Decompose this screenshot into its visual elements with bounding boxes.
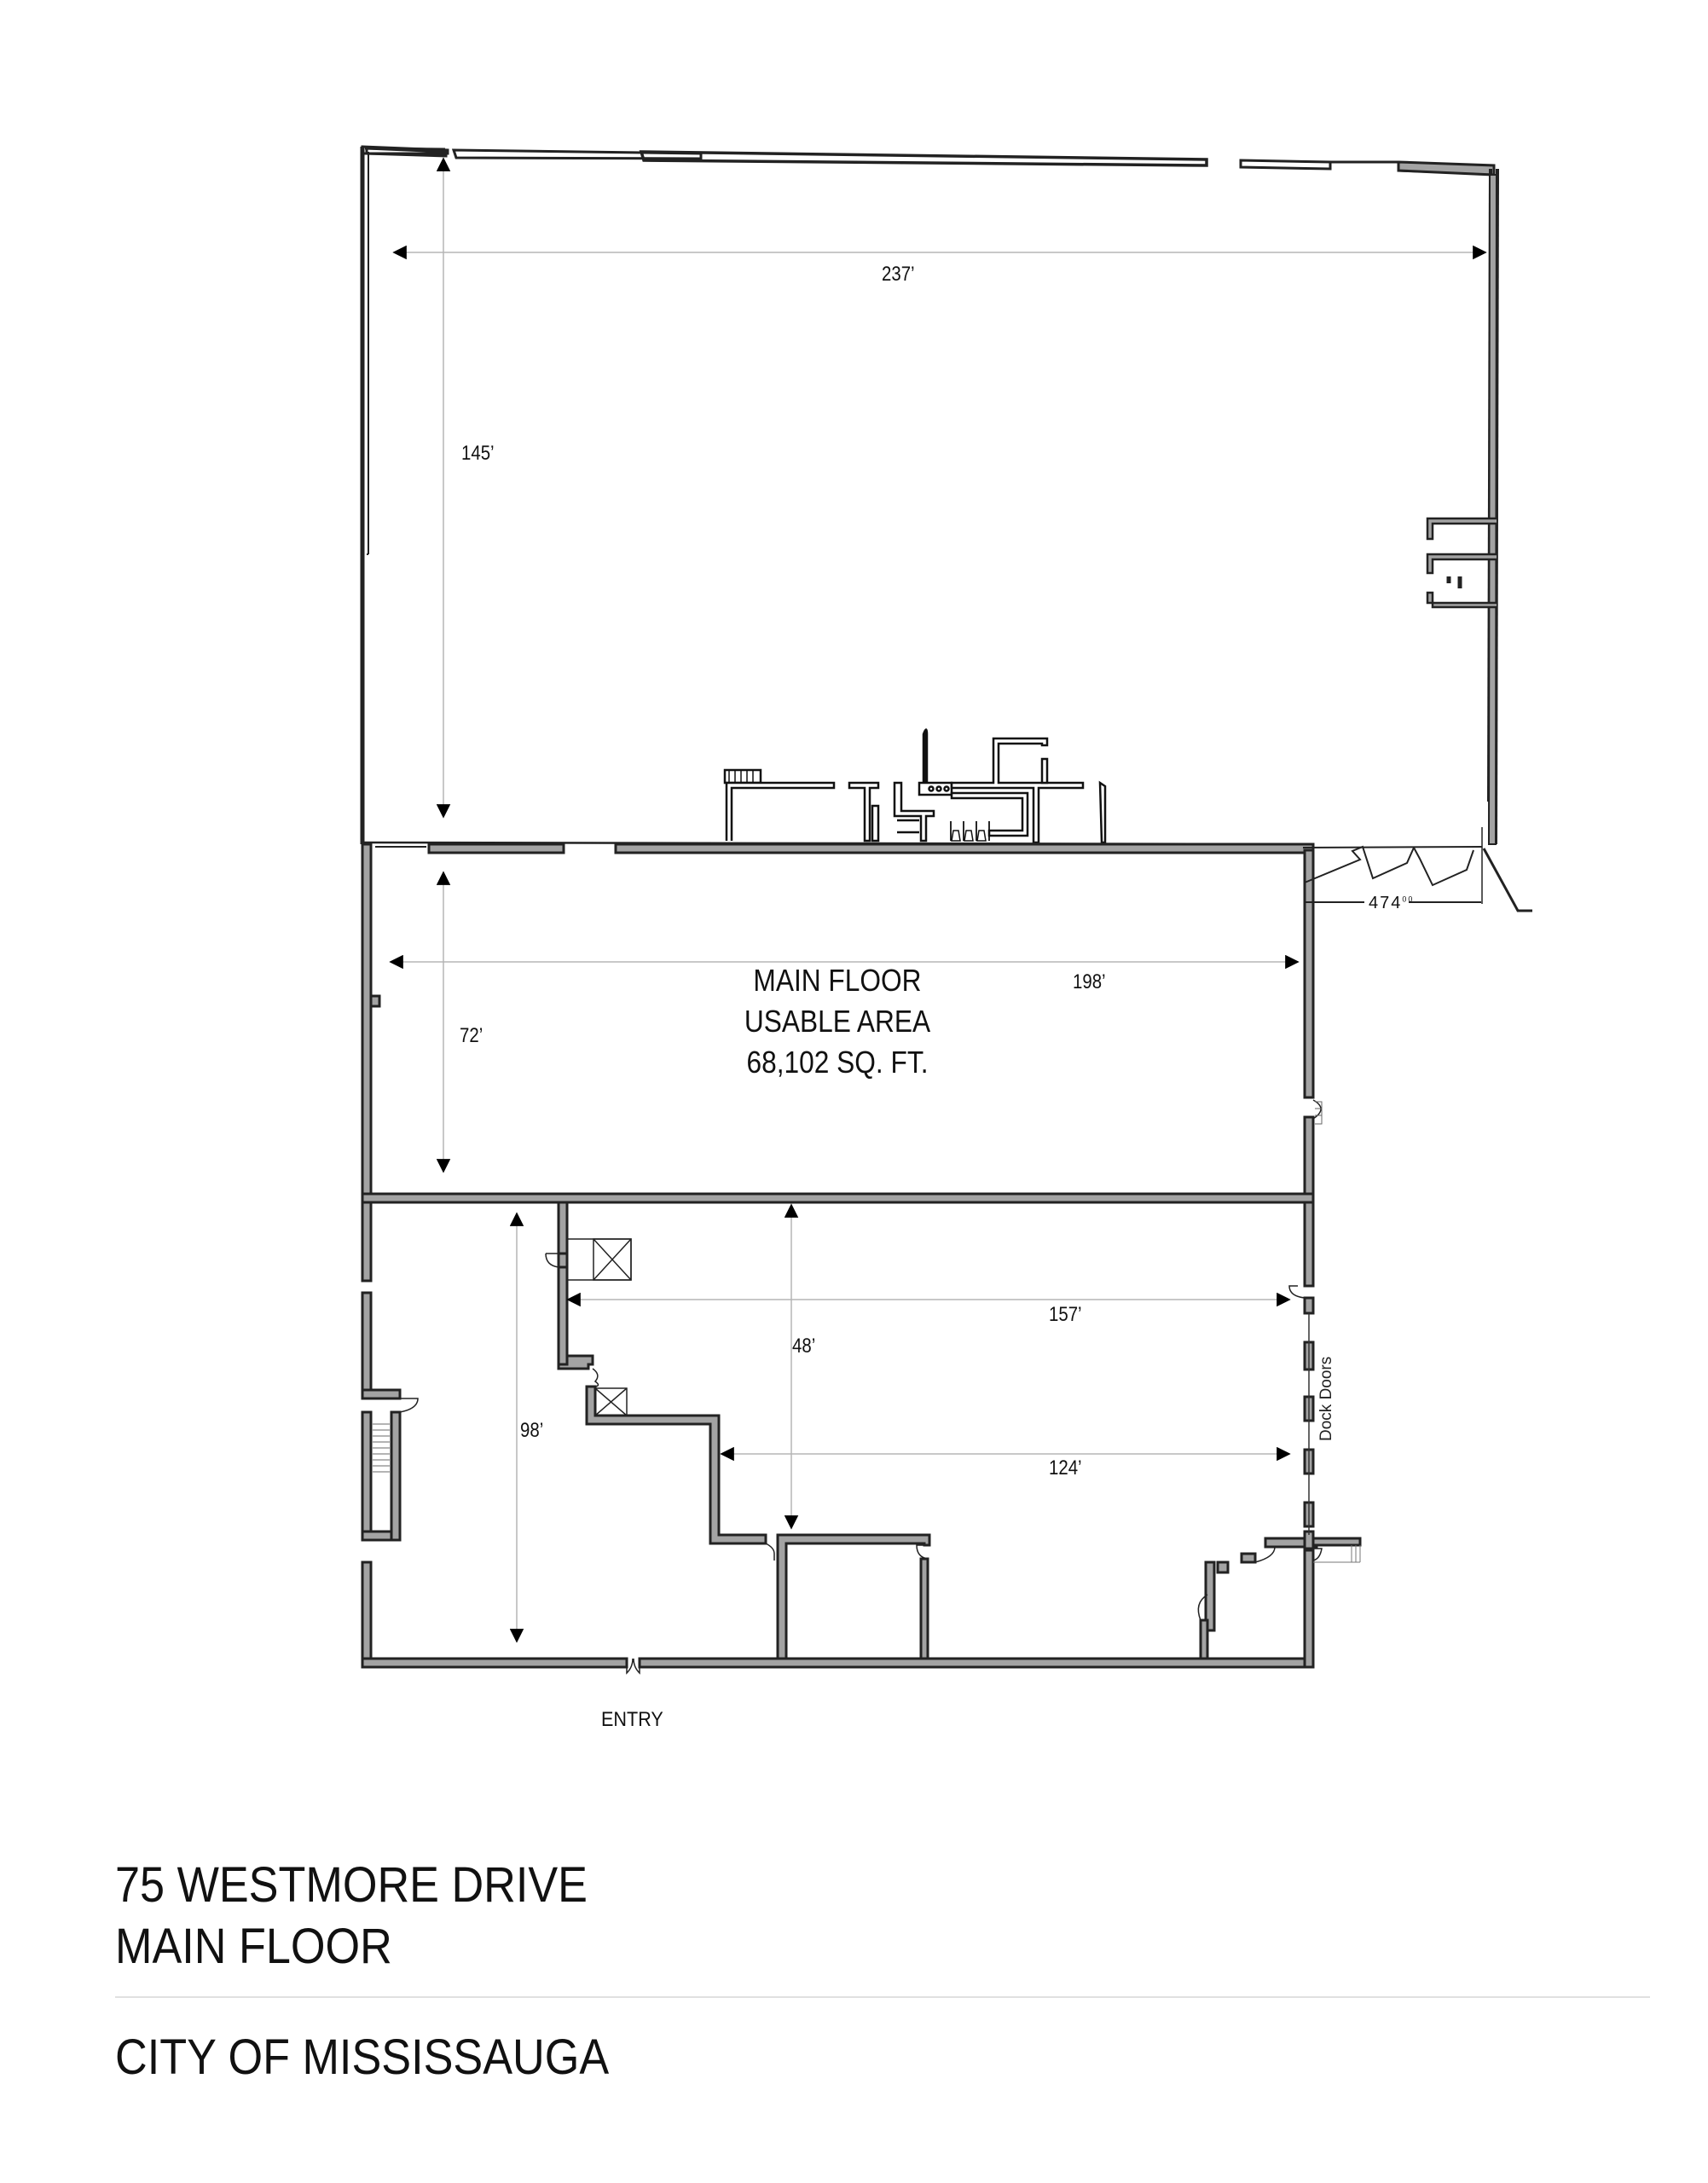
dim-label-72: 72’ — [460, 1024, 483, 1047]
title-block: 75 WESTMORE DRIVE MAIN FLOOR CITY OF MIS… — [115, 1855, 1650, 2088]
dimension-lines — [389, 157, 1487, 1643]
area-line-3: 68,102 SQ. FT. — [746, 1045, 929, 1080]
dim-label-145: 145’ — [461, 442, 495, 465]
upper-office-cluster — [723, 728, 1107, 844]
dim-label-98: 98’ — [520, 1419, 544, 1442]
elevator-shafts — [566, 1238, 632, 1416]
dim-label-157: 157’ — [1049, 1303, 1082, 1326]
floor-title: MAIN FLOOR — [115, 1919, 392, 1974]
dim-label-124: 124’ — [1049, 1456, 1082, 1479]
ramp-dimension-note: 47400 — [1369, 894, 1414, 913]
stair-treads — [373, 1423, 390, 1473]
area-line-2: USABLE AREA — [744, 1004, 931, 1039]
door-swings — [399, 1253, 1323, 1675]
exterior-steps — [1313, 1545, 1361, 1563]
dock-doors-label: Dock Doors — [1317, 1356, 1335, 1441]
dim-label-48: 48’ — [792, 1335, 816, 1358]
dim-label-198: 198’ — [1073, 970, 1106, 993]
title-divider — [115, 1996, 1650, 1998]
usable-area-label: MAIN FLOOR USABLE AREA 68,102 SQ. FT. — [687, 960, 987, 1083]
address-title: 75 WESTMORE DRIVE — [115, 1857, 588, 1913]
city-title: CITY OF MISSISSAUGA — [115, 2030, 610, 2085]
dim-label-237: 237’ — [882, 263, 915, 286]
ramp-note-sup: 00 — [1402, 895, 1415, 904]
entry-label: ENTRY — [601, 1708, 663, 1731]
upper-warehouse — [360, 145, 1499, 845]
main-floor-walls — [361, 843, 1315, 1204]
ramp-note-value: 474 — [1369, 894, 1403, 912]
lower-section-walls — [361, 1201, 1362, 1669]
area-line-1: MAIN FLOOR — [753, 963, 922, 998]
divider-wall — [362, 841, 1315, 854]
loading-ramp — [1302, 827, 1532, 912]
